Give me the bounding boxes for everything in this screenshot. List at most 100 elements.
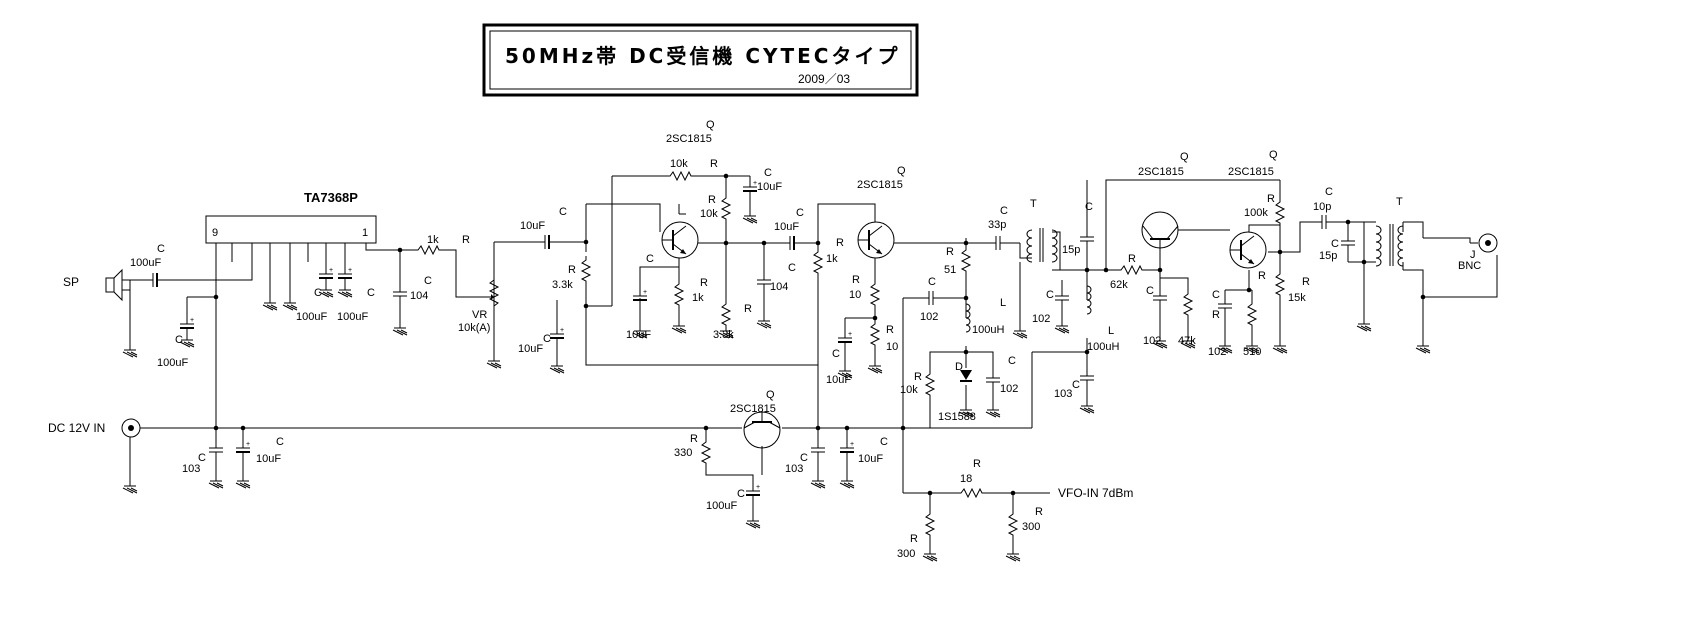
label: 3.3k — [713, 329, 734, 341]
label: 100uH — [1087, 341, 1119, 353]
label: 10uF — [520, 220, 545, 232]
label: 10uF — [774, 221, 799, 233]
label: 102 — [920, 311, 938, 323]
c-102-a — [922, 290, 940, 306]
c-10u-reg — [839, 440, 855, 459]
r-1k-e — [674, 279, 684, 309]
label: C — [314, 287, 322, 299]
label: 10uF — [256, 453, 281, 465]
label: R — [1212, 309, 1220, 321]
label: R — [973, 458, 981, 470]
label: T — [1030, 198, 1037, 210]
label: 10k — [700, 208, 718, 220]
c-33p — [989, 235, 1007, 251]
label: C — [1325, 186, 1333, 198]
junction-dots — [213, 173, 1426, 496]
label: 10uF — [826, 374, 851, 386]
label: R — [1302, 276, 1310, 288]
label: 1S1588 — [938, 411, 976, 423]
r-10-b — [870, 319, 880, 349]
output-transformer — [1375, 224, 1404, 267]
label: 15p — [1319, 250, 1337, 262]
label: 103 — [1054, 388, 1072, 400]
title-block: 50MHz帯 DC受信機 CYTECタイプ 2009／03 — [482, 23, 919, 97]
c-103-reg — [810, 441, 826, 459]
c-103-a — [1079, 369, 1095, 387]
label: Q — [766, 389, 775, 401]
label: 10 — [849, 289, 861, 301]
label: 15p — [1062, 244, 1080, 256]
c-10u-b — [549, 326, 565, 345]
label: 3.3k — [552, 279, 573, 291]
label: 300 — [1022, 521, 1040, 533]
label: 1k — [826, 253, 838, 265]
label: C — [737, 488, 745, 500]
r-15k — [1275, 269, 1285, 299]
label: C — [1008, 355, 1016, 367]
label: J — [1470, 249, 1476, 261]
label: 47k — [1178, 335, 1196, 347]
label: 2SC1815 — [857, 179, 903, 191]
label: R — [462, 234, 470, 246]
label: C — [800, 452, 808, 464]
label: 2SC1815 — [666, 133, 712, 145]
c-10u-d — [783, 235, 801, 251]
label: R — [710, 158, 718, 170]
r-300-b — [1008, 509, 1018, 539]
r-10-a — [870, 279, 880, 309]
label: C — [880, 436, 888, 448]
label: R — [1258, 270, 1266, 282]
label: C — [559, 206, 567, 218]
label: C — [1085, 201, 1093, 213]
q4-transistor — [1229, 231, 1267, 269]
label: 2SC1815 — [1228, 166, 1274, 178]
label: L — [1108, 325, 1114, 337]
label: C — [157, 243, 165, 255]
label: 10 — [886, 341, 898, 353]
r-10k-b — [721, 193, 731, 223]
c-102-c — [1054, 289, 1070, 307]
label: D — [955, 361, 963, 373]
vfo-input-label: VFO-IN 7dBm — [1058, 486, 1133, 500]
label: C — [367, 287, 375, 299]
label: 100uF — [157, 357, 188, 369]
title-text: 50MHz帯 DC受信機 CYTECタイプ — [505, 44, 900, 68]
r-62k — [1116, 265, 1146, 275]
l-100u-a — [965, 303, 971, 333]
c-103-dc — [208, 441, 224, 459]
r-3-3k-b — [721, 299, 731, 329]
label: R — [1267, 193, 1275, 205]
component-symbols — [121, 171, 1498, 539]
label: 102 — [1208, 346, 1226, 358]
label: 10uF — [518, 343, 543, 355]
speaker: SP — [63, 268, 123, 302]
r-10k-fb — [665, 171, 695, 181]
label: 300 — [897, 548, 915, 560]
label: 104 — [770, 281, 788, 293]
bnc-connector — [1478, 233, 1498, 253]
input-transformer — [1026, 228, 1058, 263]
amplifier-ic: TA7368P 9 1 — [205, 190, 377, 244]
label: 100uF — [296, 311, 327, 323]
label: 1k — [692, 292, 704, 304]
c-104-b — [756, 273, 772, 291]
ic-name: TA7368P — [304, 190, 358, 205]
label: 102 — [1000, 383, 1018, 395]
c-pin-a — [318, 266, 334, 285]
label: 18 — [960, 473, 972, 485]
label: 100k — [1244, 207, 1268, 219]
label: C — [1212, 289, 1220, 301]
l-100u-b — [1086, 285, 1092, 315]
c-104-a — [392, 285, 408, 303]
regulator-transistor — [743, 411, 781, 449]
label: R — [744, 303, 752, 315]
label: 10k(A) — [458, 322, 490, 334]
label: Q — [1269, 149, 1278, 161]
label: 10p — [1313, 201, 1331, 213]
label: C — [1046, 289, 1054, 301]
label: C — [646, 253, 654, 265]
label: C — [175, 334, 183, 346]
label: 100uF — [130, 257, 161, 269]
label: Q — [706, 119, 715, 131]
